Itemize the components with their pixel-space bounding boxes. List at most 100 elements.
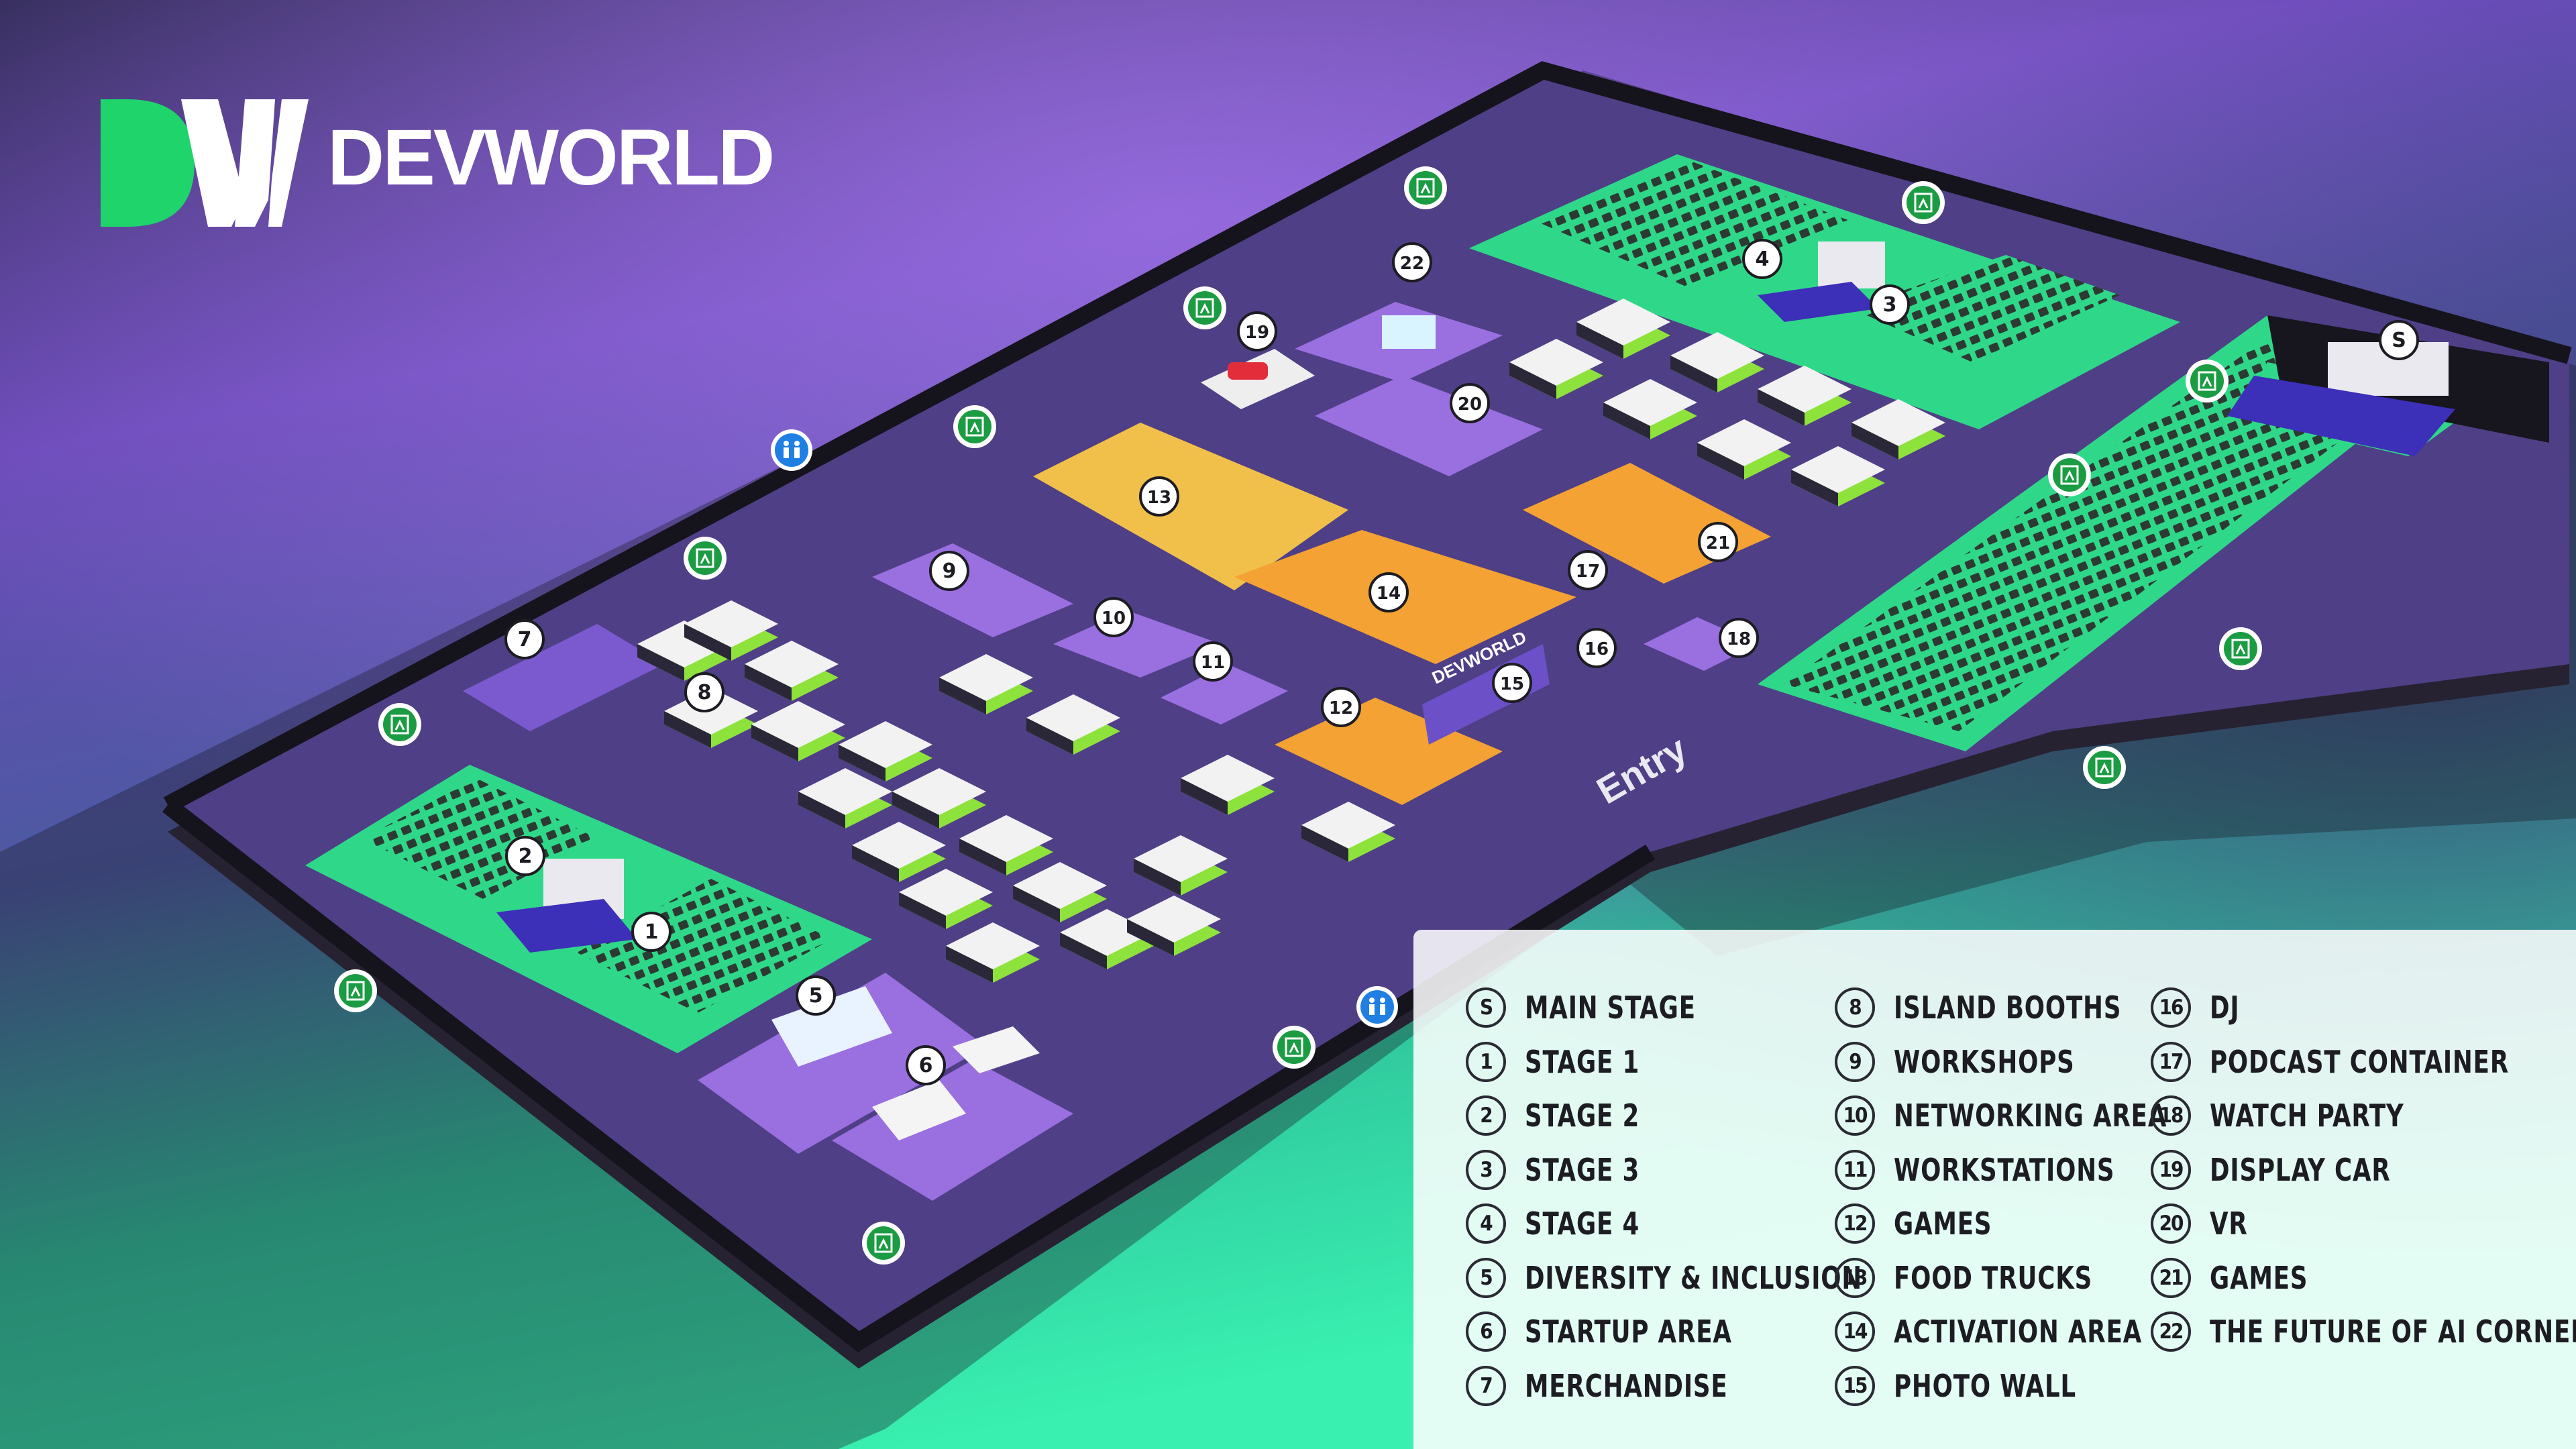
zone-marker-11: 11 xyxy=(1193,641,1233,682)
zone-marker-10: 10 xyxy=(1093,597,1134,637)
legend-label: WORKSTATIONS xyxy=(1894,1151,2115,1188)
legend-number-badge: 8 xyxy=(1835,987,1875,1028)
legend-number-badge: 19 xyxy=(2151,1149,2191,1190)
emergency-exit-icon xyxy=(2048,453,2091,496)
zone-marker-number: 16 xyxy=(1585,639,1609,659)
zone-marker-19: 19 xyxy=(1237,311,1277,352)
legend-label: WATCH PARTY xyxy=(2210,1097,2404,1134)
emergency-exit-icon xyxy=(334,969,377,1012)
emergency-exit-icon xyxy=(684,537,727,580)
legend-label: STAGE 4 xyxy=(1525,1205,1640,1242)
legend-label: FOOD TRUCKS xyxy=(1894,1259,2093,1296)
legend-number-badge: 20 xyxy=(2151,1203,2191,1244)
legend-number-badge: 11 xyxy=(1835,1149,1875,1190)
island-booth xyxy=(1576,299,1670,359)
legend-number-badge: 6 xyxy=(1466,1311,1506,1352)
zone-marker-number: 21 xyxy=(1706,533,1730,553)
island-booth xyxy=(1301,802,1395,862)
legend-number-badge: 1 xyxy=(1466,1041,1506,1082)
emergency-exit-icon xyxy=(1404,166,1447,209)
legend-label: STAGE 2 xyxy=(1525,1097,1640,1134)
stage-3-4-area xyxy=(1469,154,2180,429)
zone-diversity-inclusion xyxy=(698,973,986,1154)
zone-marker-number: 2 xyxy=(519,845,533,868)
emergency-exit-icon xyxy=(862,1222,905,1265)
island-booth xyxy=(946,922,1040,983)
zone-startup-area xyxy=(832,1026,1073,1201)
legend-number-badge: 3 xyxy=(1466,1149,1506,1190)
legend-label: ACTIVATION AREA xyxy=(1894,1313,2143,1350)
legend-number-badge: 17 xyxy=(2151,1041,2191,1082)
legend-number-badge: 16 xyxy=(2151,987,2191,1028)
emergency-exit-icon xyxy=(378,703,421,746)
zone-networking xyxy=(1053,610,1221,678)
island-booth xyxy=(1758,366,1851,426)
zone-marker-number: 4 xyxy=(1756,248,1770,271)
main-stage-hall xyxy=(1758,315,2549,751)
zone-marker-13: 13 xyxy=(1139,476,1179,517)
emergency-exit-icon xyxy=(2219,627,2262,670)
zone-marker-number: 22 xyxy=(1400,254,1424,274)
zone-marker-number: 13 xyxy=(1147,488,1171,508)
zone-marker-20: 20 xyxy=(1450,383,1490,423)
legend-item: 11 WORKSTATIONS xyxy=(1835,1143,2212,1197)
legend-label: GAMES xyxy=(1894,1205,1992,1242)
island-booth xyxy=(1013,862,1107,922)
legend-label: STAGE 3 xyxy=(1525,1151,1640,1188)
zone-marker-15: 15 xyxy=(1492,663,1532,703)
legend-item: 2 STAGE 2 xyxy=(1466,1089,1917,1143)
zone-food-trucks xyxy=(1033,423,1348,590)
emergency-exit-icon xyxy=(2083,746,2126,789)
zone-marker-S: S xyxy=(2379,320,2419,360)
zone-marker-4: 4 xyxy=(1742,239,1782,279)
legend-item: 14 ACTIVATION AREA xyxy=(1835,1305,2212,1359)
legend-label: MERCHANDISE xyxy=(1525,1367,1728,1404)
emergency-exits xyxy=(334,166,2262,1265)
island-booth xyxy=(684,600,778,661)
emergency-exit-icon xyxy=(2186,360,2229,402)
zone-marker-number: 3 xyxy=(1883,293,1897,317)
legend-item: 12 GAMES xyxy=(1835,1197,2212,1251)
zone-marker-22: 22 xyxy=(1392,242,1432,282)
legend-number-badge: 14 xyxy=(1835,1311,1875,1352)
legend-number-badge: 10 xyxy=(1835,1095,1875,1136)
restroom-icon xyxy=(1356,986,1398,1028)
restroom-icon xyxy=(771,429,812,471)
legend-number-badge: S xyxy=(1466,987,1506,1028)
zone-marker-21: 21 xyxy=(1698,522,1738,562)
zone-marker-number: 9 xyxy=(943,559,957,583)
zone-marker-number: 15 xyxy=(1500,674,1524,694)
emergency-exit-icon xyxy=(1273,1026,1316,1069)
zone-marker-number: 8 xyxy=(698,681,712,704)
island-booth xyxy=(1134,835,1228,896)
zone-workstations xyxy=(1161,664,1288,724)
island-booth xyxy=(892,768,986,828)
zone-marker-number: 1 xyxy=(645,920,659,944)
legend-label: THE FUTURE OF AI CORNER xyxy=(2210,1313,2576,1350)
legend-number-badge: 2 xyxy=(1466,1095,1506,1136)
legend-number-badge: 9 xyxy=(1835,1041,1875,1082)
island-booth xyxy=(839,721,932,782)
island-booth xyxy=(1181,755,1275,815)
legend-number-badge: 12 xyxy=(1835,1203,1875,1244)
island-booth xyxy=(798,768,892,828)
zone-marker-14: 14 xyxy=(1368,572,1409,612)
island-booths xyxy=(637,299,1945,983)
zone-merchandise xyxy=(463,624,664,731)
